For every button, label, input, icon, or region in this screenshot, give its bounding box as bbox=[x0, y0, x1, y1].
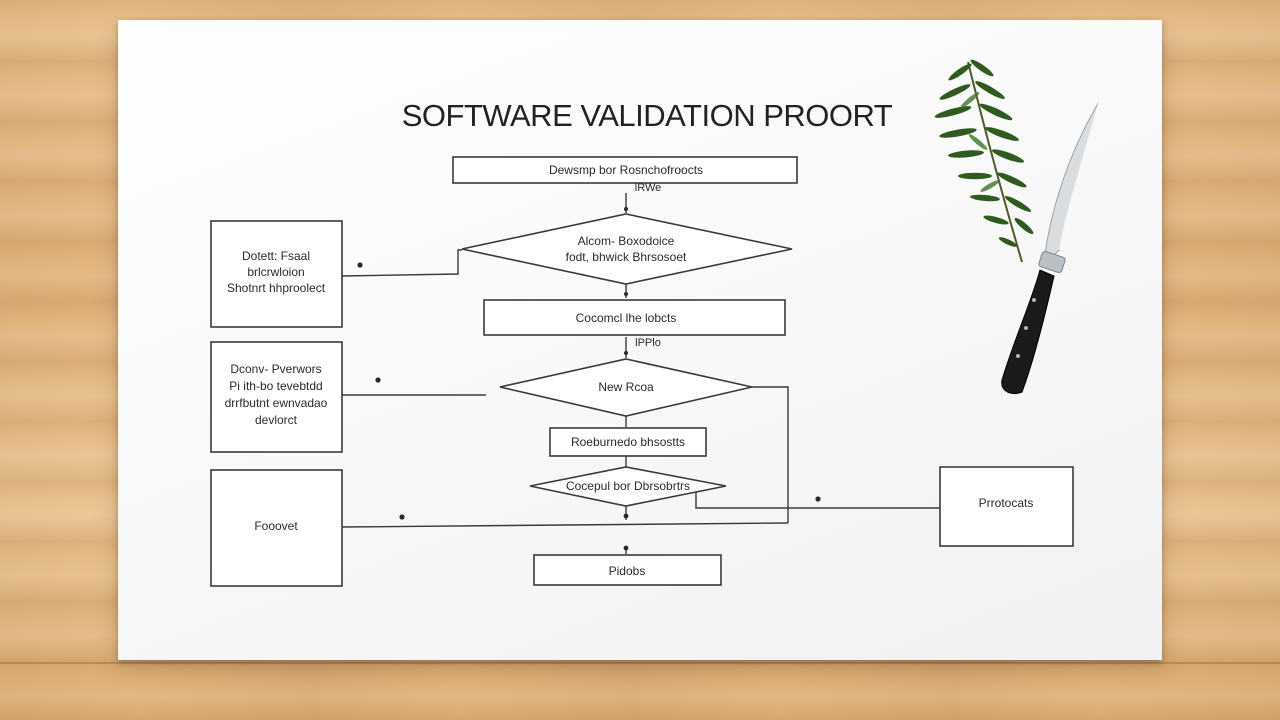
process-2-label: Cocomcl lhe lobcts bbox=[576, 311, 677, 325]
left-box-2-line2: Pi ith-bo tevebtdd bbox=[229, 379, 322, 393]
process-2-sublabel: lPPlo bbox=[635, 337, 661, 349]
edge-left1-to-decision1 bbox=[341, 249, 462, 277]
right-box-1: Prrotocats bbox=[939, 466, 1074, 547]
end-box-label: Pidobs bbox=[609, 564, 646, 578]
connector-dot bbox=[357, 262, 363, 268]
left-box-1-line1: Dotett: Fsaal bbox=[242, 249, 310, 263]
decision-1-label-line2: fodt, bhwick Bhrsosoet bbox=[566, 250, 687, 264]
connector-dot bbox=[623, 545, 629, 551]
left-box-2-line1: Dconv- Pverwors bbox=[230, 362, 321, 376]
decision-2-label: New Rcoa bbox=[598, 380, 654, 394]
connector-dot bbox=[815, 496, 821, 502]
process-3-node: Roeburnedo bhsostts bbox=[549, 427, 707, 457]
left-box-3: Fooovet bbox=[210, 469, 343, 587]
connector-dot bbox=[623, 513, 629, 519]
edge-decision2-right-loop bbox=[752, 386, 789, 523]
diagram-title: SOFTWARE VALIDATION PROORT bbox=[402, 98, 893, 133]
connector-dot bbox=[399, 514, 405, 520]
top-process-label: Dewsmp bor Rosnchofroocts bbox=[549, 163, 703, 177]
decision-3-label: Cocepul bor Dbrsobrtrs bbox=[566, 479, 690, 493]
rosemary-sprig-icon bbox=[934, 59, 1034, 263]
decision-2-node: New Rcoa bbox=[499, 358, 753, 417]
decision-3-node: Cocepul bor Dbrsobrtrs bbox=[529, 466, 727, 507]
edge-decision3-to-right1 bbox=[695, 490, 940, 509]
top-process-sublabel: lRWe bbox=[635, 182, 662, 194]
end-box-node: Pidobs bbox=[533, 554, 722, 586]
left-box-1: Dotett: Fsaal brlcrwloion Shotnrt hhproo… bbox=[210, 220, 343, 328]
right-box-1-label: Prrotocats bbox=[979, 496, 1034, 510]
connector-dot bbox=[624, 351, 628, 355]
left-box-2: Dconv- Pverwors Pi ith-bo tevebtdd drrfb… bbox=[210, 341, 343, 453]
chef-knife-icon bbox=[1001, 99, 1101, 394]
left-box-2-line3: drrfbutnt ewnvadao bbox=[225, 396, 328, 410]
top-process-node: Dewsmp bor Rosnchofroocts lRWe bbox=[452, 156, 798, 194]
table-seam bbox=[0, 662, 1280, 664]
decision-1-node: Alcom- Boxodoice fodt, bhwick Bhrsosoet bbox=[461, 213, 793, 285]
process-3-label: Roeburnedo bhsostts bbox=[571, 435, 685, 449]
connector-dot bbox=[375, 377, 381, 383]
process-2-node: Cocomcl lhe lobcts lPPlo bbox=[483, 299, 786, 349]
decision-1-label-line1: Alcom- Boxodoice bbox=[578, 234, 675, 248]
connector-dots bbox=[357, 207, 821, 551]
left-box-2-line4: devlorct bbox=[255, 413, 298, 427]
left-box-1-line3: Shotnrt hhproolect bbox=[227, 281, 326, 295]
edge-left3-to-main bbox=[341, 522, 789, 528]
connector-dot bbox=[624, 292, 628, 296]
connector-dot bbox=[624, 207, 628, 211]
left-box-1-line2: brlcrwloion bbox=[247, 265, 304, 279]
left-box-3-label: Fooovet bbox=[254, 519, 298, 533]
